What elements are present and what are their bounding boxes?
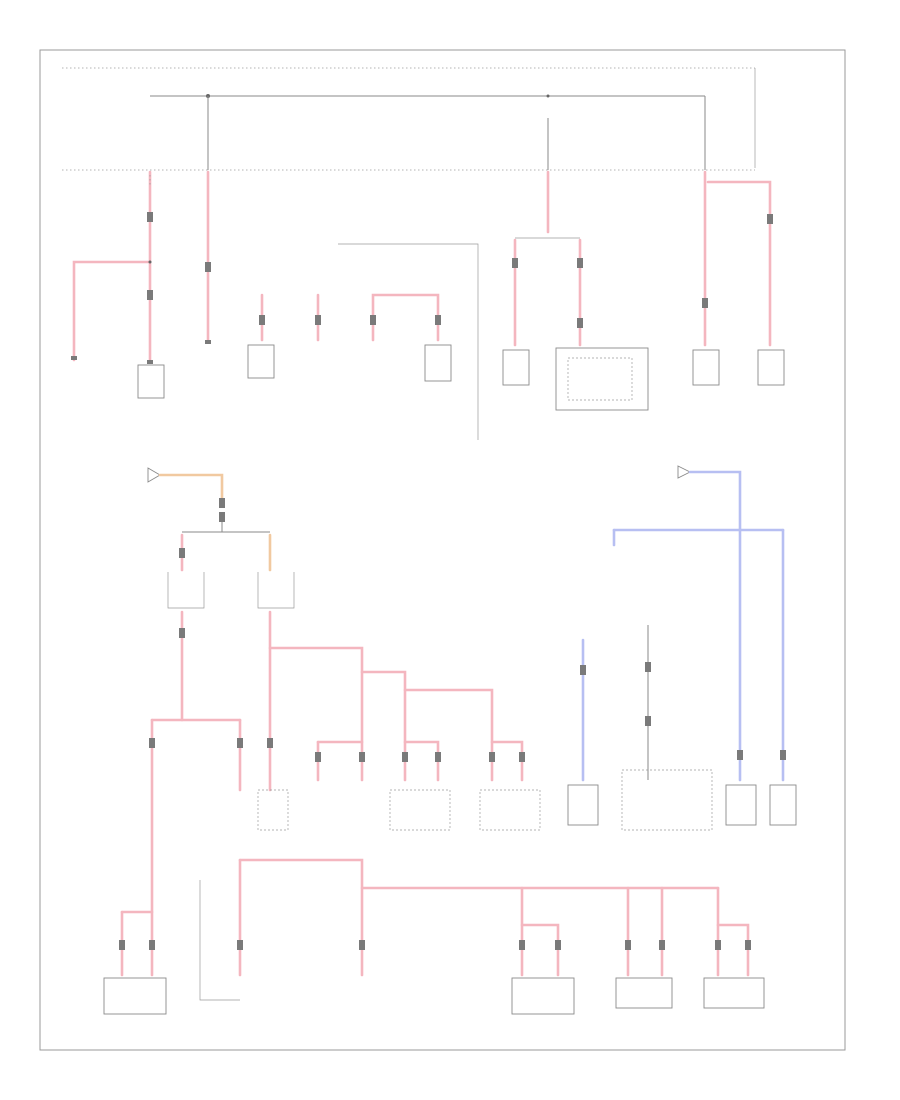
bottom-row <box>103 858 765 1015</box>
component-box-1 <box>137 364 165 399</box>
component-box-11 <box>257 789 289 831</box>
component-box-16 <box>615 977 673 1009</box>
connector-marks <box>119 212 786 950</box>
component-box-14 <box>103 977 167 1015</box>
component-box-17 <box>703 977 765 1009</box>
middle-right-feed <box>567 465 797 831</box>
component-box-8 <box>567 784 599 826</box>
component-box-9 <box>725 784 757 826</box>
component-box-7 <box>757 349 785 386</box>
middle-left-feed <box>147 467 295 609</box>
component-box-6 <box>692 349 720 386</box>
top-section-circuits <box>71 170 785 440</box>
diagram-frame <box>39 49 846 1051</box>
component-box-5 <box>555 347 649 411</box>
component-box-12 <box>389 789 451 831</box>
component-box-10 <box>769 784 797 826</box>
component-box-15 <box>511 977 575 1015</box>
component-box-3 <box>424 344 452 382</box>
component-box-13 <box>479 789 541 831</box>
component-box-4 <box>502 349 530 386</box>
lower-red-network <box>150 610 541 977</box>
component-box-2 <box>247 344 275 379</box>
top-fuse-block <box>62 67 756 171</box>
